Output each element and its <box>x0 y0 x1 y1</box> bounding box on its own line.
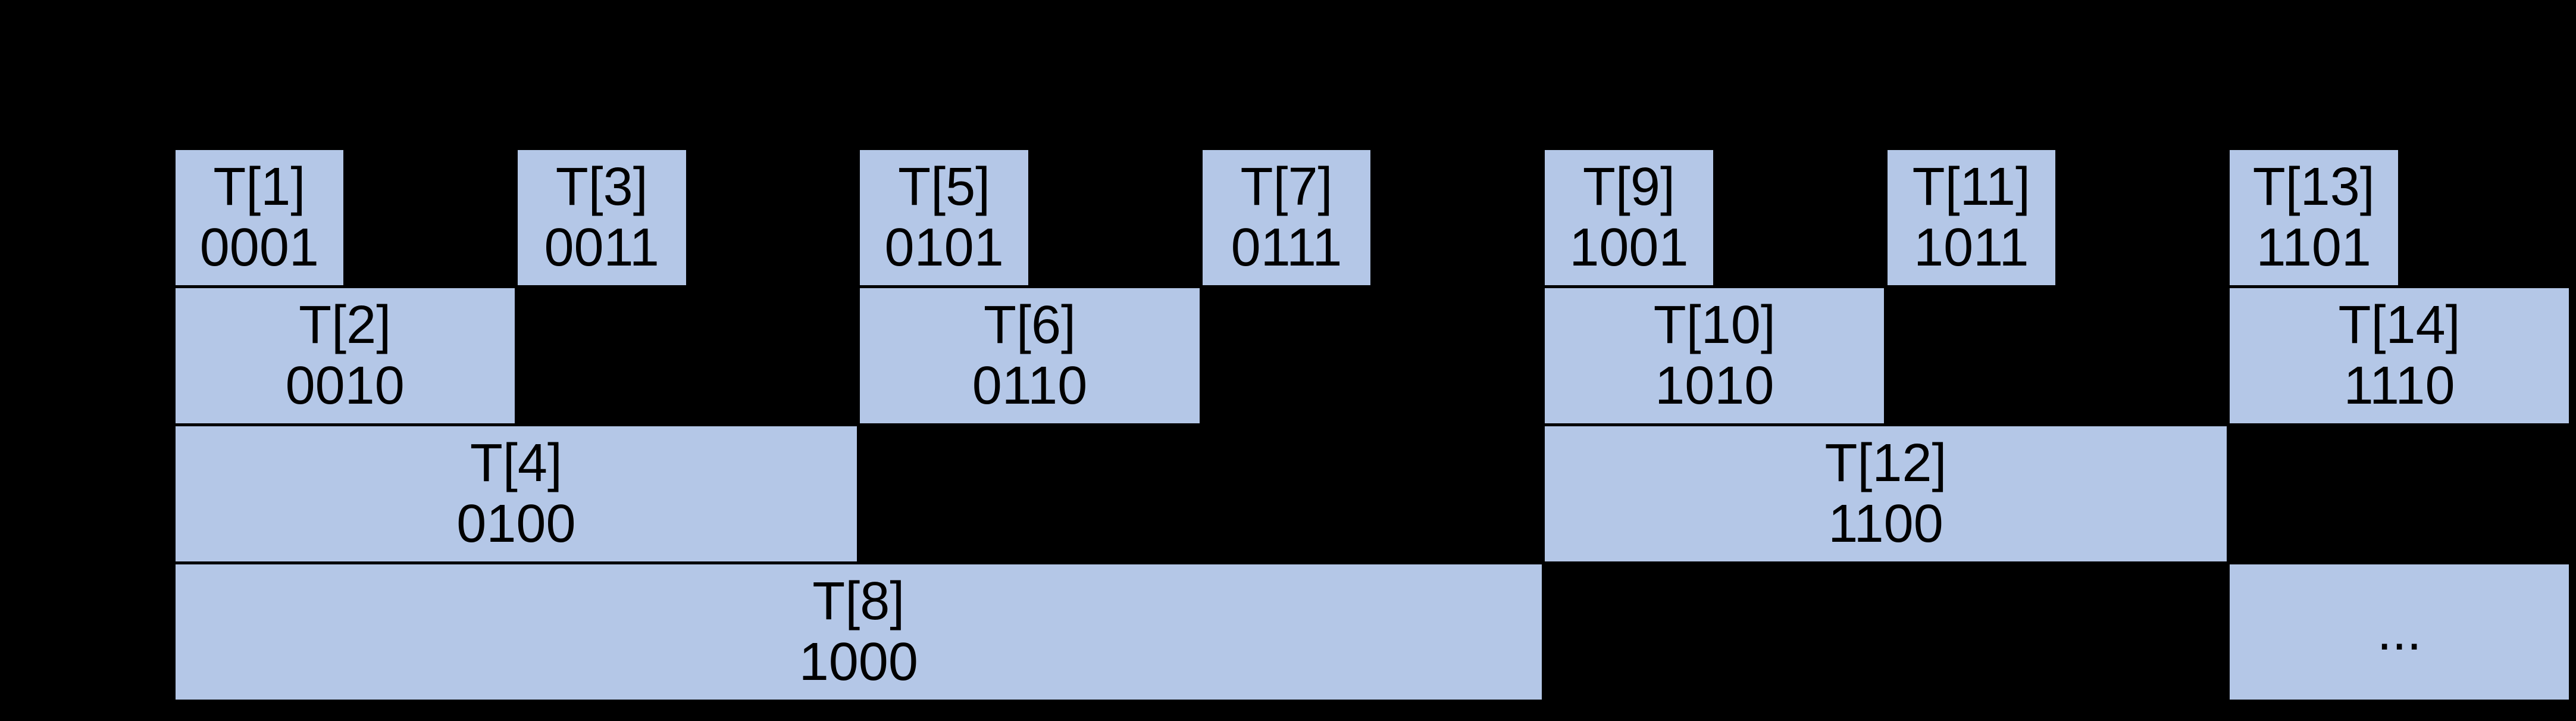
node-binary-code: 0110 <box>972 356 1088 416</box>
tree-node-T1: T[1]0001 <box>172 146 347 288</box>
node-binary-code: 0011 <box>544 218 659 277</box>
node-label: T[14] <box>2338 295 2461 355</box>
tree-node-T13: T[13]1101 <box>2226 146 2401 288</box>
node-label: T[3] <box>555 157 648 217</box>
tree-node-T8: T[8]1000 <box>172 561 1545 703</box>
tree-node-T4: T[4]0100 <box>172 423 860 564</box>
node-binary-code: 1110 <box>2343 356 2455 416</box>
node-label: T[13] <box>2252 157 2375 217</box>
node-binary-code: 1001 <box>1569 218 1689 277</box>
tree-node-T11: T[11]1011 <box>1884 146 2059 288</box>
tree-node-ellipsis: ... <box>2226 561 2572 703</box>
node-label: T[10] <box>1653 295 1776 355</box>
node-binary-code: 1010 <box>1655 356 1774 416</box>
tree-node-T14: T[14]1110 <box>2226 285 2572 426</box>
tree-node-T9: T[9]1001 <box>1542 146 1716 288</box>
node-label: T[8] <box>812 572 905 631</box>
node-binary-code: 1100 <box>1828 494 1943 554</box>
node-label: T[4] <box>469 433 562 493</box>
node-label: T[7] <box>1240 157 1333 217</box>
node-binary-code: 0001 <box>199 218 319 277</box>
tree-node-T10: T[10]1010 <box>1542 285 1888 426</box>
node-binary-code: 0101 <box>884 218 1004 277</box>
node-binary-code: 1101 <box>2256 218 2371 277</box>
node-label: T[5] <box>898 157 991 217</box>
node-binary-code: 0111 <box>1231 218 1342 277</box>
node-binary-code: 0010 <box>285 356 405 416</box>
node-label: T[1] <box>213 157 306 217</box>
tree-node-T7: T[7]0111 <box>1199 146 1374 288</box>
node-binary-code: 1011 <box>1914 218 2029 277</box>
node-binary-code: 1000 <box>799 632 918 692</box>
node-binary-code: ... <box>2377 602 2422 661</box>
node-binary-code: 0100 <box>456 494 576 554</box>
node-label: T[2] <box>299 295 392 355</box>
tree-node-T3: T[3]0011 <box>514 146 689 288</box>
tree-node-T6: T[6]0110 <box>857 285 1203 426</box>
node-label: T[9] <box>1582 157 1675 217</box>
tree-node-T12: T[12]1100 <box>1542 423 2230 564</box>
node-label: T[6] <box>983 295 1076 355</box>
node-label: T[11] <box>1912 157 2031 217</box>
node-label: T[12] <box>1824 433 1947 493</box>
tree-node-T5: T[5]0101 <box>857 146 1031 288</box>
tree-node-T2: T[2]0010 <box>172 285 518 426</box>
